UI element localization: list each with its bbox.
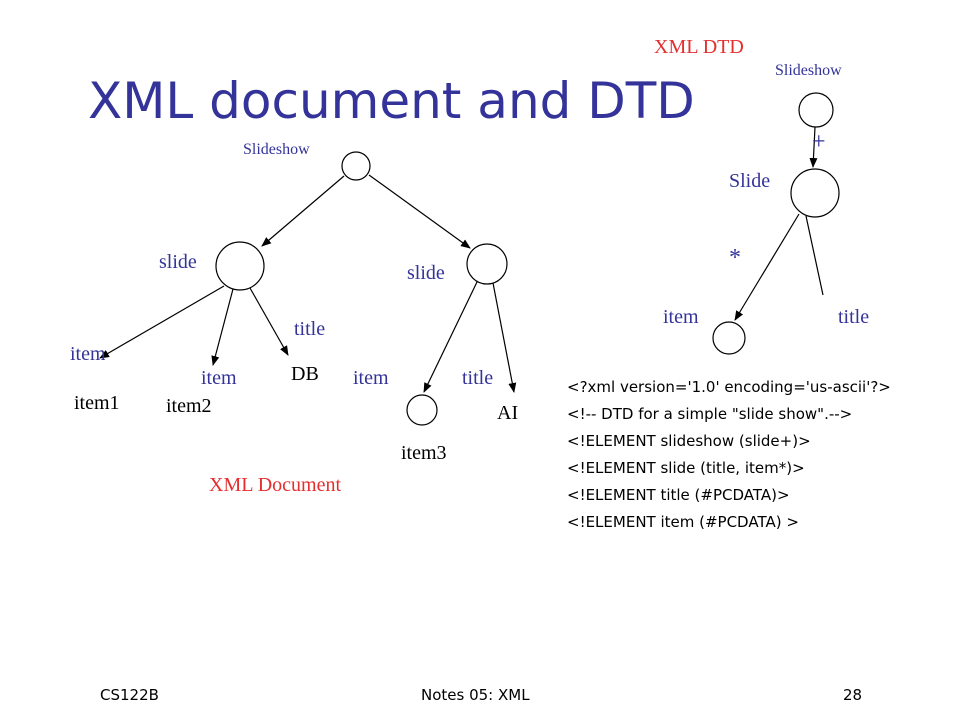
footer-notes: Notes 05: XML (421, 686, 530, 704)
dtd-title-label: title (838, 306, 870, 328)
dtd-code-line: <?xml version='1.0' encoding='us-ascii'?… (567, 378, 891, 396)
doc-leaf-db: DB (291, 363, 319, 385)
doc-edge-title-1: title (294, 318, 326, 340)
doc-edge-item-1: item (70, 343, 106, 365)
doc-leaf-item1: item1 (74, 392, 120, 414)
footer-page-number: 28 (843, 686, 863, 704)
edge-left-item1 (99, 285, 225, 359)
doc-leaf-item3: item3 (401, 442, 447, 464)
slide-title: XML document and DTD (88, 72, 695, 130)
dtd-slide-label: Slide (729, 170, 771, 192)
dtd-slide-node (790, 168, 840, 218)
dtd-star-symbol: * (729, 245, 741, 271)
dtd-code-block: <?xml version='1.0' encoding='us-ascii'?… (567, 374, 891, 536)
doc-right-slide-label: slide (407, 262, 445, 284)
edge-right-title (492, 282, 517, 393)
doc-left-slide-label: slide (159, 251, 197, 273)
doc-edge-item-2: item (201, 367, 237, 389)
dtd-caption: XML DTD (654, 36, 744, 58)
doc-edge-item-3: item (353, 367, 389, 389)
edge-left-item2 (211, 288, 234, 366)
edge-right-item3 (423, 281, 478, 393)
dtd-code-line: <!ELEMENT item (#PCDATA) > (567, 513, 799, 531)
doc-caption: XML Document (209, 474, 342, 496)
doc-leaf-ai: AI (497, 402, 519, 424)
footer-course: CS122B (100, 686, 159, 704)
edge-root-left (261, 175, 345, 247)
dtd-code-line: <!ELEMENT title (#PCDATA)> (567, 486, 790, 504)
dtd-code-line: <!ELEMENT slide (title, item*)> (567, 459, 805, 477)
dtd-root-node (798, 92, 834, 128)
doc-root-label: Slideshow (243, 141, 310, 158)
dtd-code-line: <!-- DTD for a simple "slide show".--> (567, 405, 853, 423)
dtd-edge-slide-title (805, 215, 824, 296)
dtd-edge-slide-item (734, 213, 800, 321)
doc-leaf-item2: item2 (166, 395, 212, 417)
dtd-edge-root-slide (809, 126, 818, 168)
edge-root-right (368, 174, 471, 249)
left-slide-node (215, 241, 265, 291)
doc-edge-title-2: title (462, 367, 494, 389)
dtd-code-line: <!ELEMENT slideshow (slide+)> (567, 432, 811, 450)
right-slide-node (466, 243, 508, 285)
edge-left-title (249, 287, 289, 356)
dtd-item-node (712, 321, 746, 355)
item3-node (406, 394, 438, 426)
dtd-item-label: item (663, 306, 699, 328)
root-node (341, 151, 371, 181)
dtd-plus-symbol: + (812, 129, 826, 155)
dtd-root-label: Slideshow (775, 62, 842, 79)
